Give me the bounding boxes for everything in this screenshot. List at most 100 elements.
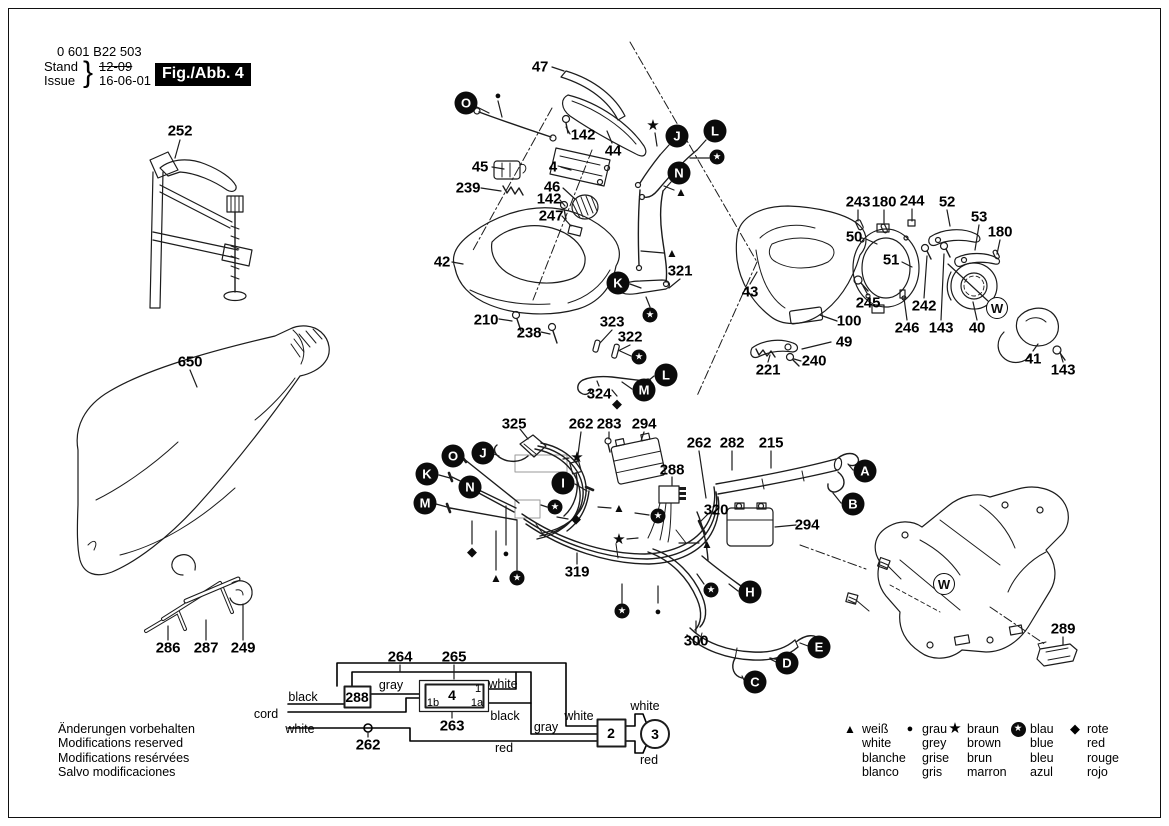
legend-term: rojo bbox=[1067, 765, 1119, 779]
part-label-288: 288 bbox=[659, 461, 685, 479]
superseded-date: 12-09 bbox=[99, 59, 133, 74]
part-label-239: 239 bbox=[455, 179, 481, 197]
modifications-note-line: Modifications resérvées bbox=[58, 750, 190, 765]
dot-mark: ● bbox=[494, 90, 502, 102]
schematic-wire-cord: cord bbox=[253, 707, 279, 721]
connection-badge-D: D bbox=[775, 651, 799, 675]
schematic-wire-red: red bbox=[639, 753, 659, 767]
dust-bag-650-art bbox=[76, 325, 330, 576]
part-label-323: 323 bbox=[599, 313, 625, 331]
legend-term-text: blanco bbox=[862, 765, 899, 780]
part-label-143: 143 bbox=[1050, 361, 1076, 379]
circled-star-mark: ★ bbox=[709, 149, 725, 165]
connection-badge-L: L bbox=[654, 363, 678, 387]
connection-badge-J: J bbox=[471, 441, 495, 465]
motor-end-assembly-art bbox=[735, 205, 1066, 367]
dot-icon: ● bbox=[906, 723, 914, 735]
legend-term: ★braun bbox=[947, 720, 1007, 737]
star-mark: ★ bbox=[612, 531, 626, 548]
issue-label: Issue bbox=[44, 73, 76, 88]
connection-badge-O: O bbox=[454, 91, 478, 115]
legend-term-text: brun bbox=[967, 750, 993, 765]
schematic-wire-white: white bbox=[564, 709, 594, 723]
part-label-324: 324 bbox=[586, 385, 612, 403]
issue-date: 16-06-01 bbox=[99, 73, 152, 88]
connection-badge-E: E bbox=[807, 635, 831, 659]
star-icon: ★ bbox=[948, 720, 962, 737]
circled-star-mark: ★ bbox=[614, 603, 630, 619]
connection-badge-W: W bbox=[986, 297, 1008, 319]
part-label-4: 4 bbox=[548, 158, 558, 176]
schematic-wire-gray: gray bbox=[378, 678, 404, 692]
part-label-262: 262 bbox=[686, 434, 712, 452]
symbol-leaders bbox=[471, 100, 710, 604]
connection-badge-M: M bbox=[413, 491, 437, 515]
connection-badge-L: L bbox=[703, 119, 727, 143]
schematic-wire-white: white bbox=[488, 677, 518, 691]
connection-badge-J: J bbox=[665, 124, 689, 148]
part-label-243: 243 bbox=[845, 193, 871, 211]
part-label-49: 49 bbox=[835, 333, 853, 351]
part-label-51: 51 bbox=[882, 251, 900, 269]
legend-term-text: red bbox=[1087, 736, 1106, 751]
legend-term-text: bleu bbox=[1030, 750, 1054, 765]
part-label-53: 53 bbox=[970, 208, 988, 226]
diamond-icon: ◆ bbox=[1070, 721, 1080, 736]
part-label-41: 41 bbox=[1024, 350, 1042, 368]
connection-badge-A: A bbox=[853, 459, 877, 483]
legend-term: bleu bbox=[1010, 751, 1054, 765]
connection-badge-K: K bbox=[415, 462, 439, 486]
circled-star-mark: ★ bbox=[703, 582, 719, 598]
stand-label: Stand bbox=[44, 59, 78, 74]
legend-term-text: weiß bbox=[862, 722, 889, 736]
part-label-320: 320 bbox=[703, 501, 729, 519]
part-label-45: 45 bbox=[471, 158, 489, 176]
part-label-246: 246 bbox=[894, 319, 920, 337]
schematic-pin-1: 1 bbox=[474, 683, 482, 695]
bundle-arc bbox=[534, 442, 587, 540]
part-label-322: 322 bbox=[617, 328, 643, 346]
gear-housing-art bbox=[845, 486, 1078, 667]
schematic-wire-gray: gray bbox=[533, 720, 559, 734]
circled-star-mark: ★ bbox=[650, 508, 666, 524]
figure-number-badge: Fig./Abb. 4 bbox=[155, 63, 251, 86]
connection-badge-N: N bbox=[667, 161, 691, 185]
legend-term: blanche bbox=[842, 751, 906, 765]
triangle-mark: ▲ bbox=[675, 185, 687, 199]
part-label-238: 238 bbox=[516, 324, 542, 342]
part-label-242: 242 bbox=[911, 297, 937, 315]
part-label-294: 294 bbox=[794, 516, 820, 534]
part-label-245: 245 bbox=[855, 294, 881, 312]
legend-term-text: grau bbox=[922, 722, 948, 736]
diamond-mark: ◆ bbox=[467, 544, 477, 559]
legend-term: ◆ rote bbox=[1067, 721, 1119, 736]
part-label-325: 325 bbox=[501, 415, 527, 433]
modifications-note-line: Änderungen vorbehalten bbox=[58, 722, 195, 736]
connection-badge-B: B bbox=[841, 492, 865, 516]
connection-badge-M: M bbox=[632, 378, 656, 402]
part-label-42: 42 bbox=[433, 253, 451, 271]
part-label-221: 221 bbox=[755, 361, 781, 379]
legend-term-text: azul bbox=[1030, 765, 1053, 780]
part-label-287: 287 bbox=[193, 639, 219, 657]
part-label-262: 262 bbox=[568, 415, 594, 433]
legend-term-text: blau bbox=[1030, 722, 1054, 736]
part-label-265: 265 bbox=[441, 648, 467, 666]
part-label-210: 210 bbox=[473, 311, 499, 329]
legend-term-text: grise bbox=[922, 750, 950, 765]
part-label-100: 100 bbox=[836, 312, 862, 330]
legend-term-text: rote bbox=[1087, 722, 1109, 736]
star-mark: ★ bbox=[570, 449, 584, 466]
part-label-52: 52 bbox=[938, 193, 956, 211]
part-label-282: 282 bbox=[719, 434, 745, 452]
part-label-252: 252 bbox=[167, 122, 193, 140]
legend-term: ● grau bbox=[902, 722, 949, 736]
legend-term: brown bbox=[947, 736, 1007, 750]
legend-term: grise bbox=[902, 751, 949, 765]
